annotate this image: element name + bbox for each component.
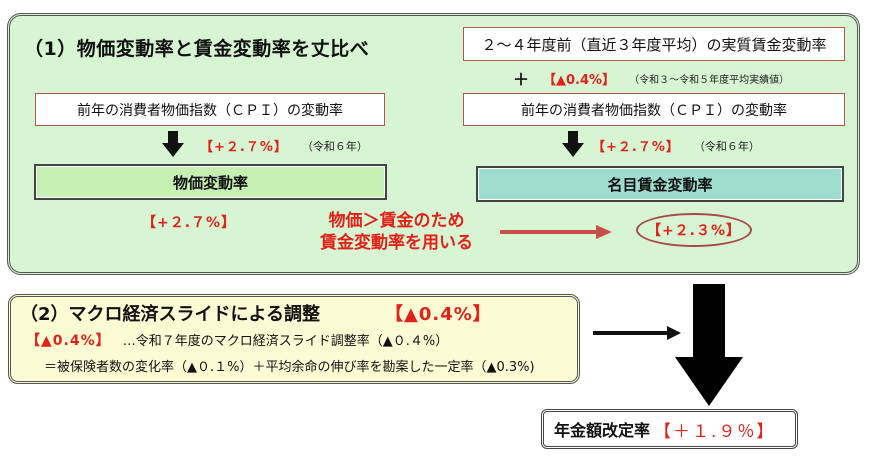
big-down-arrow-icon [675, 284, 743, 406]
macro-slide-breakdown: ＝被保険者数の変化率（▲０.１%）＋平均余命の伸び率を勘案した一定率（▲0.3%… [44, 360, 535, 375]
real-wage-value: 【▲0.4%】 [543, 72, 616, 88]
right-arrow-icon [593, 326, 681, 340]
macro-slide-description: …令和７年度のマクロ経済スライド調整率（▲０.４%） [122, 334, 449, 349]
real-wage-note: （令和３～令和５年度平均実績値） [629, 74, 790, 86]
nominal-wage-change-rate-bar: 名目賃金変動率 [476, 166, 844, 202]
down-arrow-icon [162, 131, 184, 157]
macro-slide-value: 【▲0.4%】 [26, 333, 111, 349]
left-cpi-value-row: 【+２.７%】 （令和６年） [200, 136, 368, 156]
wage-change-result: 【+２.３%】 [646, 223, 742, 239]
macro-slide-rate-line: 【▲0.4%】 …令和７年度のマクロ経済スライド調整率（▲０.４%） [26, 330, 448, 350]
wage-change-result-oval: 【+２.３%】 [636, 213, 752, 247]
pension-revision-rate-label: 年金額改定率 [554, 421, 651, 440]
section2-title: （2）マクロ経済スライドによる調整 [20, 304, 320, 325]
right-cpi-box: 前年の消費者物価指数（ＣＰＩ）の変動率 [463, 93, 845, 126]
pension-revision-rate-value: 【＋１.９％】 [654, 421, 776, 442]
real-wage-box: ２～４年度前（直近３年度平均）の実質賃金変動率 [463, 27, 845, 61]
price-change-result: 【+２.７%】 [142, 215, 237, 231]
pension-revision-rate-box: 年金額改定率 【＋１.９％】 [541, 409, 798, 449]
real-wage-row: ＋ 【▲0.4%】 （令和３～令和５年度平均実績値） [513, 66, 789, 90]
comparison-reason: 物価＞賃金のため 賃金変動率を用いる [320, 210, 473, 254]
reason-line-2: 賃金変動率を用いる [320, 233, 473, 253]
section2-panel [8, 294, 580, 384]
right-cpi-value: 【+２.７%】 [592, 140, 680, 155]
section1-title: （1）物価変動率と賃金変動率を丈比べ [24, 38, 370, 60]
down-arrow-icon [562, 131, 584, 157]
left-cpi-box: 前年の消費者物価指数（ＣＰＩ）の変動率 [35, 93, 385, 126]
left-cpi-note: （令和６年） [301, 139, 368, 153]
right-cpi-note: （令和６年） [693, 139, 760, 153]
reason-line-1: 物価＞賃金のため [328, 211, 465, 231]
section2-title-value: 【▲0.4%】 [385, 304, 492, 325]
price-change-rate-bar: 物価変動率 [34, 164, 387, 200]
left-cpi-value: 【+２.７%】 [200, 140, 288, 155]
right-arrow-icon [500, 225, 612, 239]
right-cpi-value-row: 【+２.７%】 （令和６年） [592, 136, 760, 156]
plus-sign: ＋ [513, 70, 530, 89]
